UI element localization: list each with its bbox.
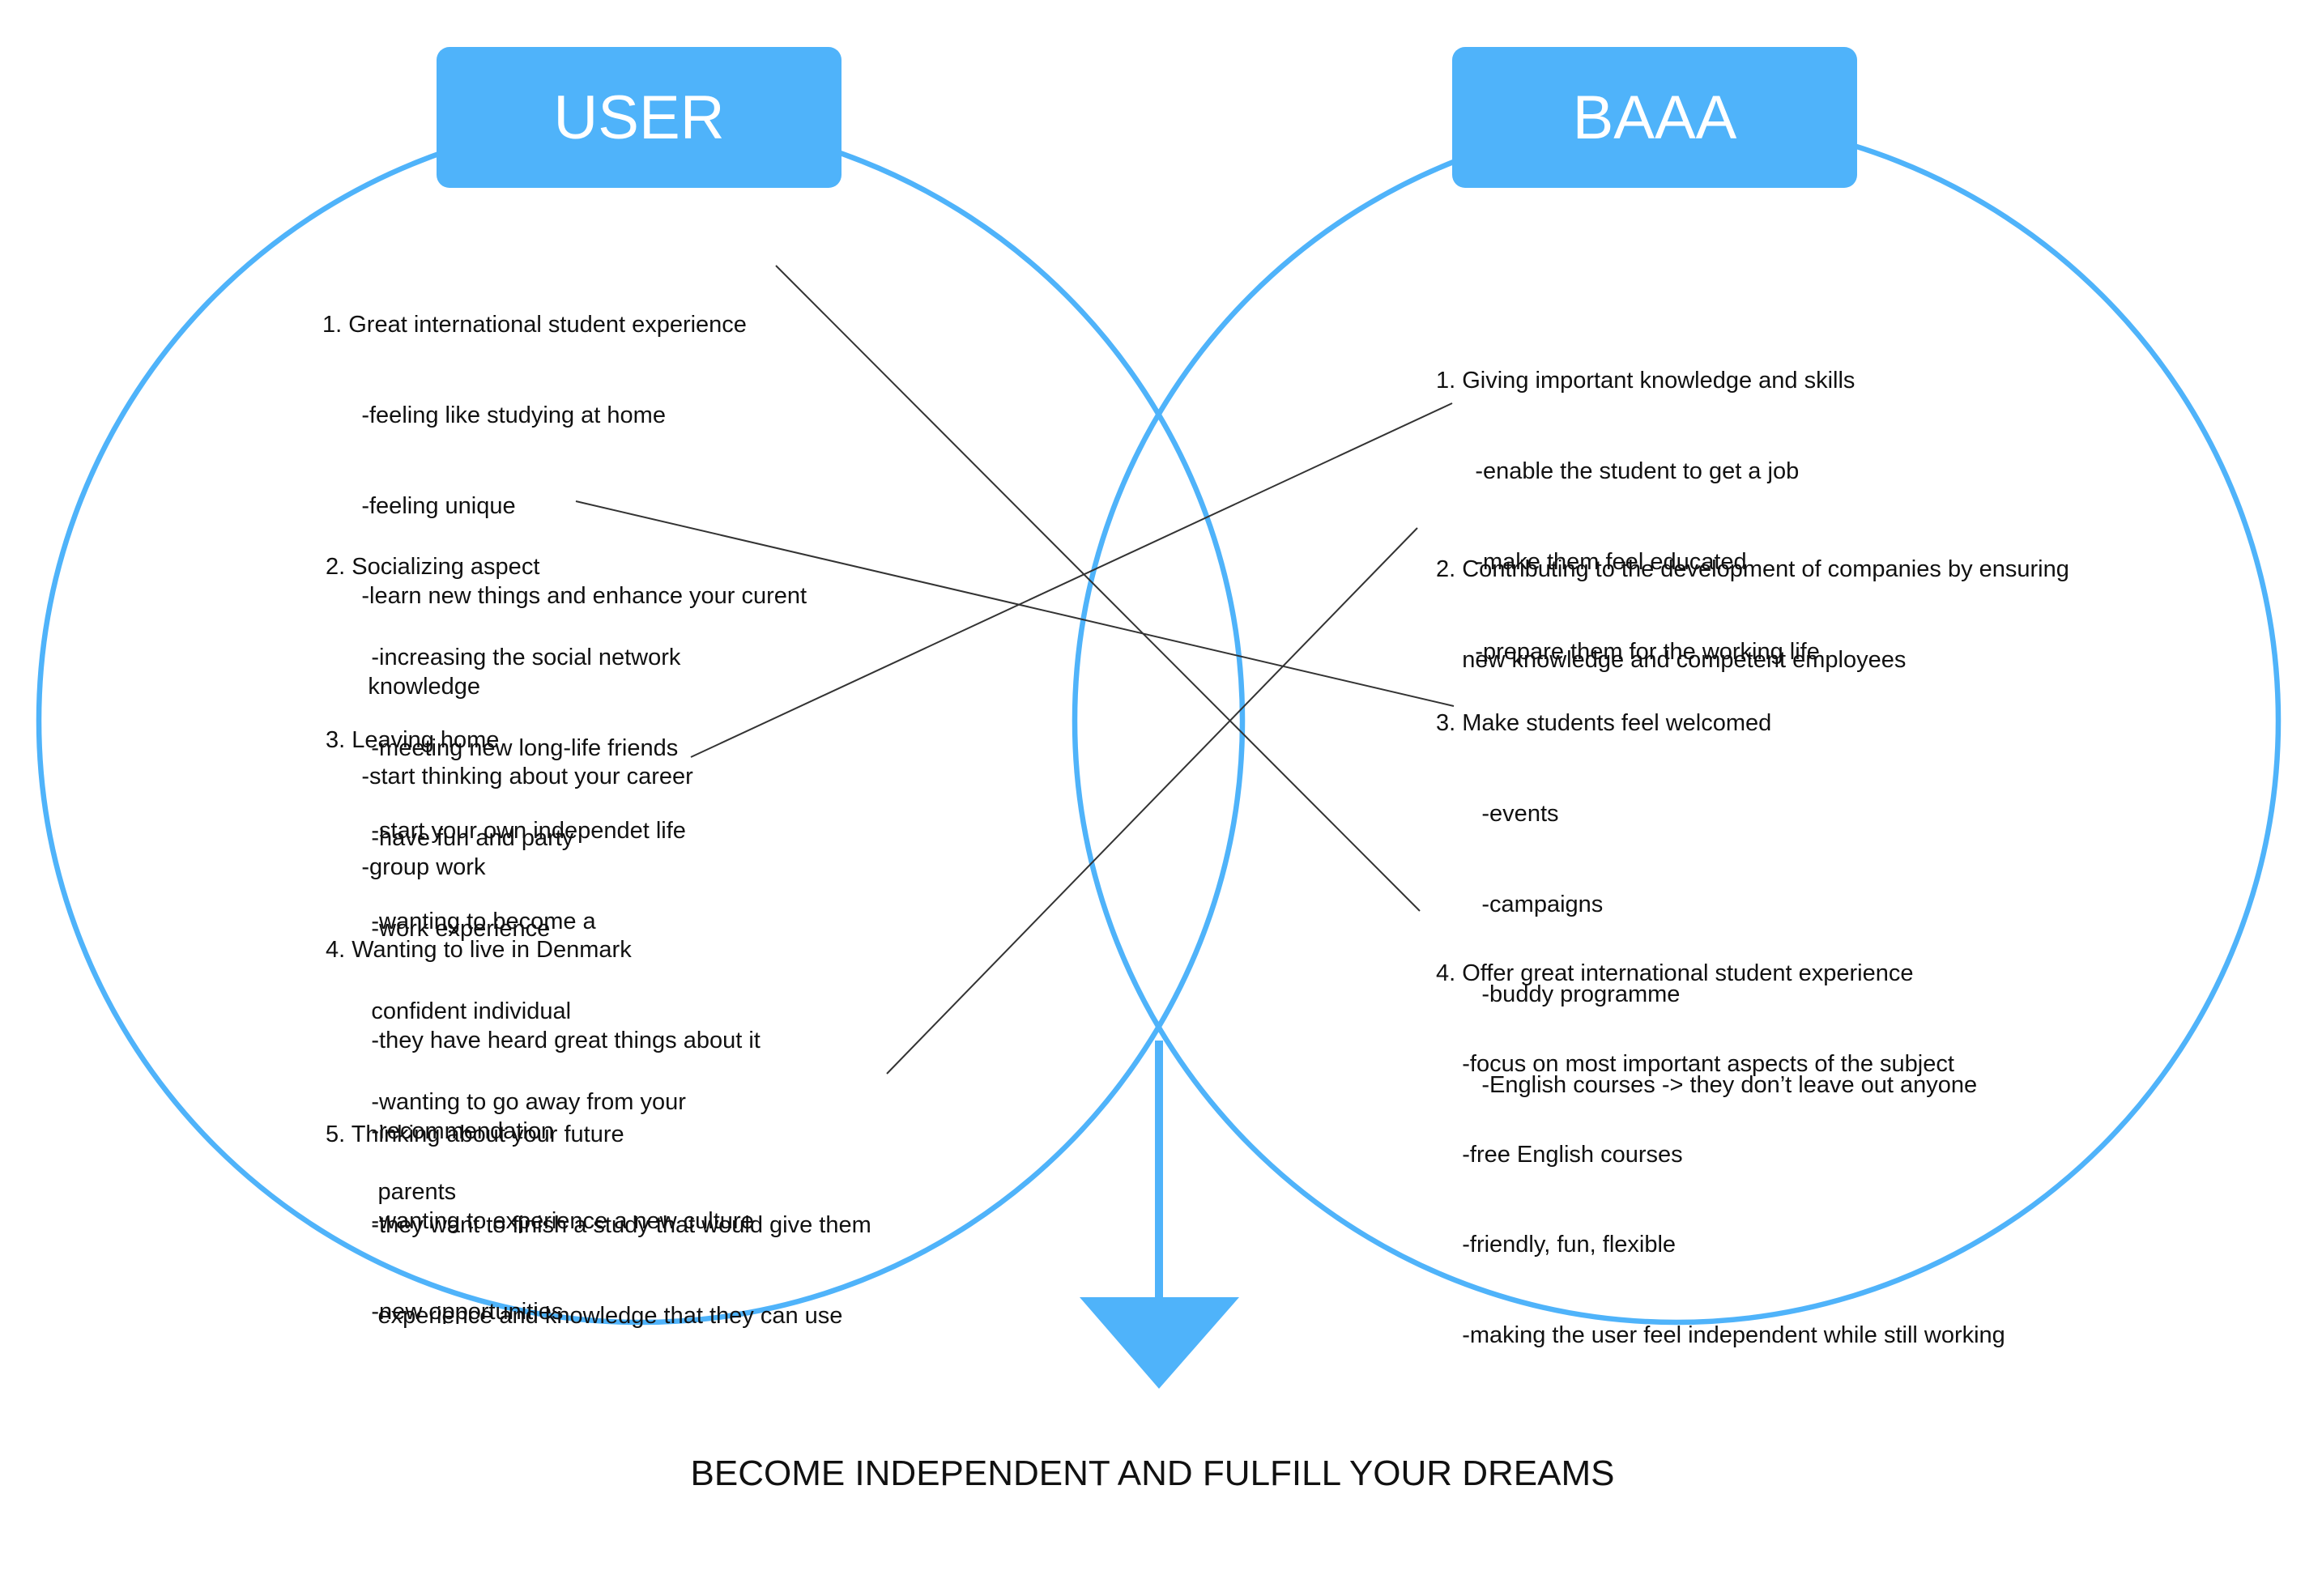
baaa-item-3-heading: 3. Make students feel welcomed <box>1436 710 1772 737</box>
user-item-2-line: -have fun and party <box>326 825 574 852</box>
user-item-5-line: experience and knowledge that they can u… <box>326 1302 843 1329</box>
baaa-item-4-line: -focus on most important aspects of the … <box>1436 1051 1954 1078</box>
baaa-item-1-heading: 1. Giving important knowledge and skills <box>1436 368 1856 394</box>
baaa-item-3: 3. Make students feel welcomed -events -… <box>1436 649 1977 1130</box>
user-item-1-line: -feeling unique <box>322 492 516 519</box>
user-item-4-line: -wanting to experience a new culture <box>326 1208 754 1235</box>
user-item-2-line: -increasing the social network <box>326 645 681 671</box>
baaa-item-2-line: new knowledge and competent employees <box>1436 647 1907 674</box>
user-item-4: 4. Wanting to live in Denmark -they have… <box>326 875 761 1357</box>
user-item-1-line: -learn new things and enhance your curen… <box>322 583 807 610</box>
user-item-3: 3. Leaving home -start your own independ… <box>326 666 686 1238</box>
baaa-item-3-line: -buddy programme <box>1436 981 1681 1008</box>
baaa-header: BAAA <box>1452 47 1857 188</box>
user-item-2-line: -meeting new long-life friends <box>326 734 679 761</box>
user-item-1-line: -group work <box>322 854 486 881</box>
baaa-item-1-line: -enable the student to get a job <box>1436 458 1800 485</box>
user-item-3-line: confident individual <box>326 998 572 1025</box>
user-item-3-line: -wanting to go away from your <box>326 1088 686 1115</box>
baaa-item-3-line: -events <box>1436 801 1559 828</box>
user-item-3-line: -start your own independet life <box>326 818 686 845</box>
connector-user5-baaa2 <box>886 527 1418 1075</box>
baaa-item-2-heading: 2. Contributing to the development of co… <box>1436 556 2069 583</box>
baaa-title: BAAA <box>1572 83 1737 152</box>
user-item-2-line: -work experience <box>326 915 551 942</box>
baaa-item-4: 4. Offer great international student exp… <box>1436 899 2005 1381</box>
user-item-2: 2. Socializing aspect -increasing the so… <box>326 492 680 974</box>
user-item-1-line: -feeling like studying at home <box>322 402 666 429</box>
user-item-1-line: -start thinking about your career <box>322 764 693 790</box>
baaa-item-1: 1. Giving important knowledge and skills… <box>1436 306 1855 698</box>
user-item-3-line: -wanting to become a <box>326 908 596 934</box>
baaa-item-3-line: -campaigns <box>1436 891 1604 917</box>
baaa-item-4-heading: 4. Offer great international student exp… <box>1436 960 1914 987</box>
user-item-4-line: -they have heard great things about it <box>326 1028 761 1054</box>
user-item-2-heading: 2. Socializing aspect <box>326 554 540 581</box>
user-item-1-heading: 1. Great international student experienc… <box>322 312 747 338</box>
user-item-1: 1. Great international student experienc… <box>322 250 807 913</box>
connector-user2-baaa3 <box>575 500 1455 707</box>
baaa-item-1-line: -make them feel educated <box>1436 548 1747 575</box>
user-item-4-heading: 4. Wanting to live in Denmark <box>326 937 632 964</box>
baaa-item-4-line: -making the user feel independent while … <box>1436 1321 2005 1348</box>
user-title: USER <box>553 83 725 152</box>
connector-user1-baaa4 <box>775 265 1421 912</box>
user-item-5: 5. Thinking about your future -they want… <box>326 1060 871 1361</box>
user-item-5-heading: 5. Thinking about your future <box>326 1121 624 1148</box>
user-item-3-heading: 3. Leaving home <box>326 727 500 754</box>
connector-user3-baaa1 <box>690 402 1453 758</box>
user-item-5-line: -they want to finish a study that would … <box>326 1212 871 1239</box>
result-arrow-head <box>1080 1297 1239 1389</box>
baaa-item-4-line: -friendly, fun, flexible <box>1436 1232 1677 1258</box>
user-item-3-line: parents <box>326 1179 457 1206</box>
baaa-item-2: 2. Contributing to the development of co… <box>1436 495 2069 705</box>
user-header: USER <box>437 47 841 188</box>
baaa-item-3-line: -English courses -> they don’t leave out… <box>1436 1071 1978 1098</box>
baaa-item-4-line: -free English courses <box>1436 1141 1683 1168</box>
user-item-4-line: -new opportunities <box>326 1298 564 1325</box>
user-item-4-line: -recommendation <box>326 1117 555 1144</box>
conclusion-text: BECOME INDEPENDENT AND FULFILL YOUR DREA… <box>690 1453 1615 1493</box>
user-item-1-line: knowledge <box>322 673 481 700</box>
baaa-item-1-line: -prepare them for the working life <box>1436 639 1820 666</box>
